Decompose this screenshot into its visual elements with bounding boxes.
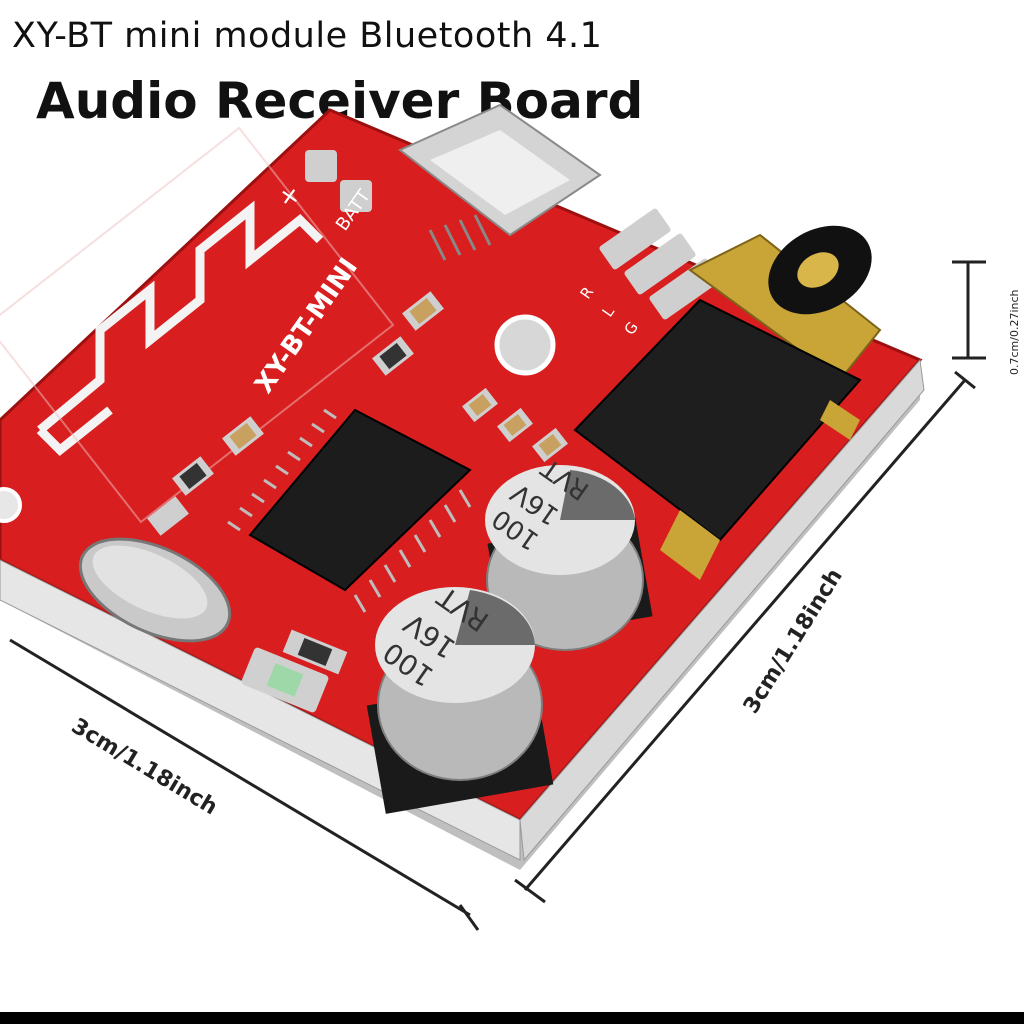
- pcb-edge: [0, 360, 920, 870]
- led-die: [266, 663, 304, 697]
- capacitor-2: [366, 587, 554, 814]
- dimension-line-width: [9, 638, 480, 931]
- bluetooth-chip: [227, 408, 472, 613]
- capacitor-1: [485, 465, 653, 651]
- antenna-keepout: [0, 126, 395, 524]
- battery-pads: [305, 150, 372, 212]
- pcb-right-edge: [519, 358, 925, 862]
- audio-jack: [573, 225, 882, 580]
- crystal-oscillator: [78, 537, 232, 643]
- title-line-1: XY-BT mini module Bluetooth 4.1: [12, 16, 603, 56]
- mounting-hole-left: [0, 487, 22, 523]
- dimension-line-height: [952, 260, 986, 360]
- dimension-line-depth: [514, 370, 976, 904]
- mounting-hole: [494, 314, 556, 376]
- dimension-width-label: 3cm/1.18inch: [67, 714, 222, 821]
- dimension-height-label: 0.7cm/0.27inch: [1008, 289, 1021, 375]
- smd-components: [147, 291, 568, 675]
- antenna-trace: [36, 200, 324, 457]
- bottom-bar: [0, 1012, 1024, 1024]
- micro-usb-port: [398, 103, 602, 261]
